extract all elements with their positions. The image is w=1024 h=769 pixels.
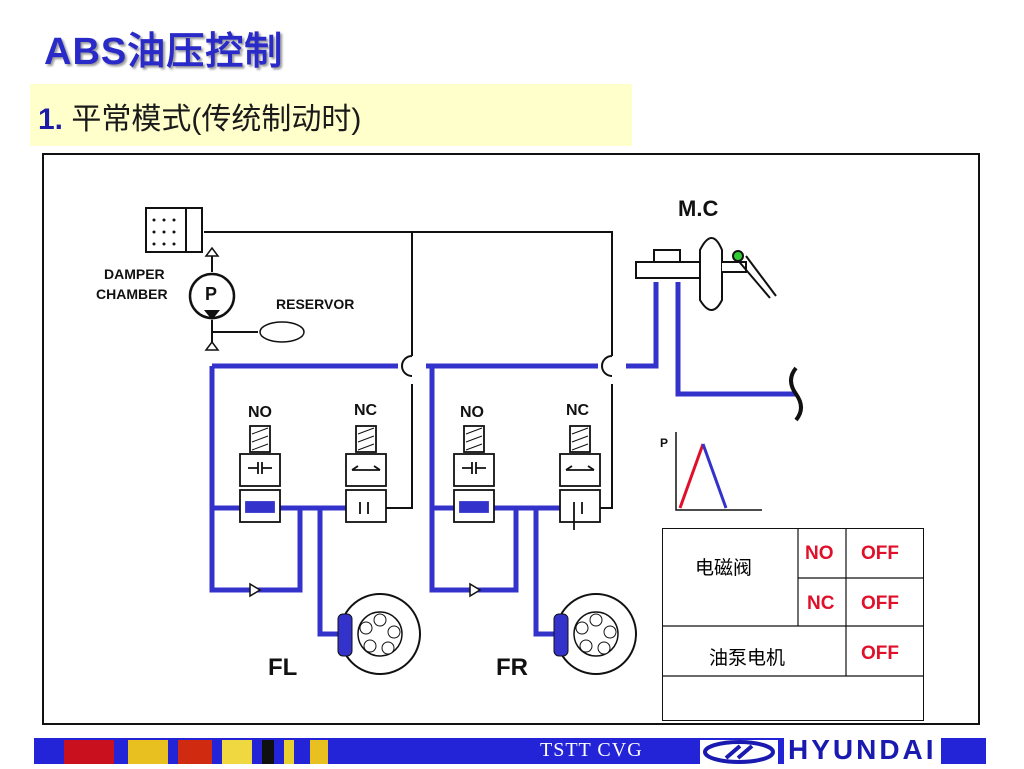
fl-nc-label: NC	[354, 402, 378, 419]
return-lines	[204, 231, 613, 509]
nc-valve-label: NC	[807, 593, 835, 614]
pump-motor-label: 油泵电机	[709, 648, 786, 669]
fl-no-valve-icon	[239, 425, 281, 523]
fr-nc-valve-icon	[559, 425, 601, 530]
page-title: ABS油压控制	[44, 31, 284, 73]
chamber-label: CHAMBER	[96, 286, 168, 302]
pump-motor-state: OFF	[861, 643, 899, 664]
reservor-label: RESERVOR	[276, 296, 355, 312]
fl-label: FL	[268, 654, 298, 681]
fr-nc-label: NC	[566, 402, 590, 419]
subtitle-number: 1.	[38, 103, 64, 136]
footer-decoration	[64, 740, 114, 764]
diagram-frame	[42, 153, 980, 725]
graph-pressure-axis-label: P	[660, 436, 669, 450]
status-table: 电磁阀 NO OFF NC OFF 油泵电机 OFF	[662, 528, 924, 721]
footer-decoration	[262, 740, 274, 764]
fr-no-label: NO	[460, 404, 484, 421]
check-valve-icon	[204, 246, 220, 351]
fl-brake-disc-icon	[337, 593, 421, 675]
damper-label: DAMPER	[104, 266, 165, 282]
footer-decoration	[128, 740, 168, 764]
master-cylinder-label: M.C	[678, 196, 719, 221]
footer-code: TSTT CVG	[540, 739, 643, 761]
fr-label: FR	[496, 654, 528, 681]
bypass-check-valve-icon	[249, 582, 482, 598]
no-valve-label: NO	[805, 543, 834, 564]
fl-nc-valve-icon	[345, 425, 387, 523]
page-subtitle: 1. 平常模式(传统制动时)	[38, 94, 361, 138]
footer-decoration	[284, 740, 294, 764]
footer-brand: HYUNDAI	[784, 734, 941, 766]
solenoid-valves	[239, 425, 601, 530]
fr-brake-disc-icon	[553, 593, 637, 675]
footer-decoration	[222, 740, 252, 764]
fl-no-label: NO	[248, 404, 272, 421]
subtitle-text: 平常模式(传统制动时)	[71, 103, 362, 136]
reservoir-icon	[259, 321, 305, 343]
pressure-graph	[675, 432, 762, 511]
subtitle-background	[30, 84, 632, 146]
crossover-bumps	[401, 355, 613, 377]
nc-valve-state: OFF	[861, 593, 899, 614]
master-cylinder-icon	[635, 237, 777, 311]
table-grid	[662, 528, 924, 677]
footer-decoration	[178, 740, 212, 764]
solenoid-valve-label: 电磁阀	[695, 558, 753, 579]
hyundai-logo-icon	[700, 740, 778, 764]
damper-chamber	[145, 207, 203, 253]
footer-decoration	[310, 740, 328, 764]
fr-no-valve-icon	[453, 425, 495, 523]
solenoid-coil-hatching	[251, 427, 589, 451]
no-valve-state: OFF	[861, 543, 899, 564]
pump-label: P	[205, 284, 218, 304]
wheel-cylinder-icon	[789, 366, 803, 422]
pump-icon	[188, 272, 236, 320]
